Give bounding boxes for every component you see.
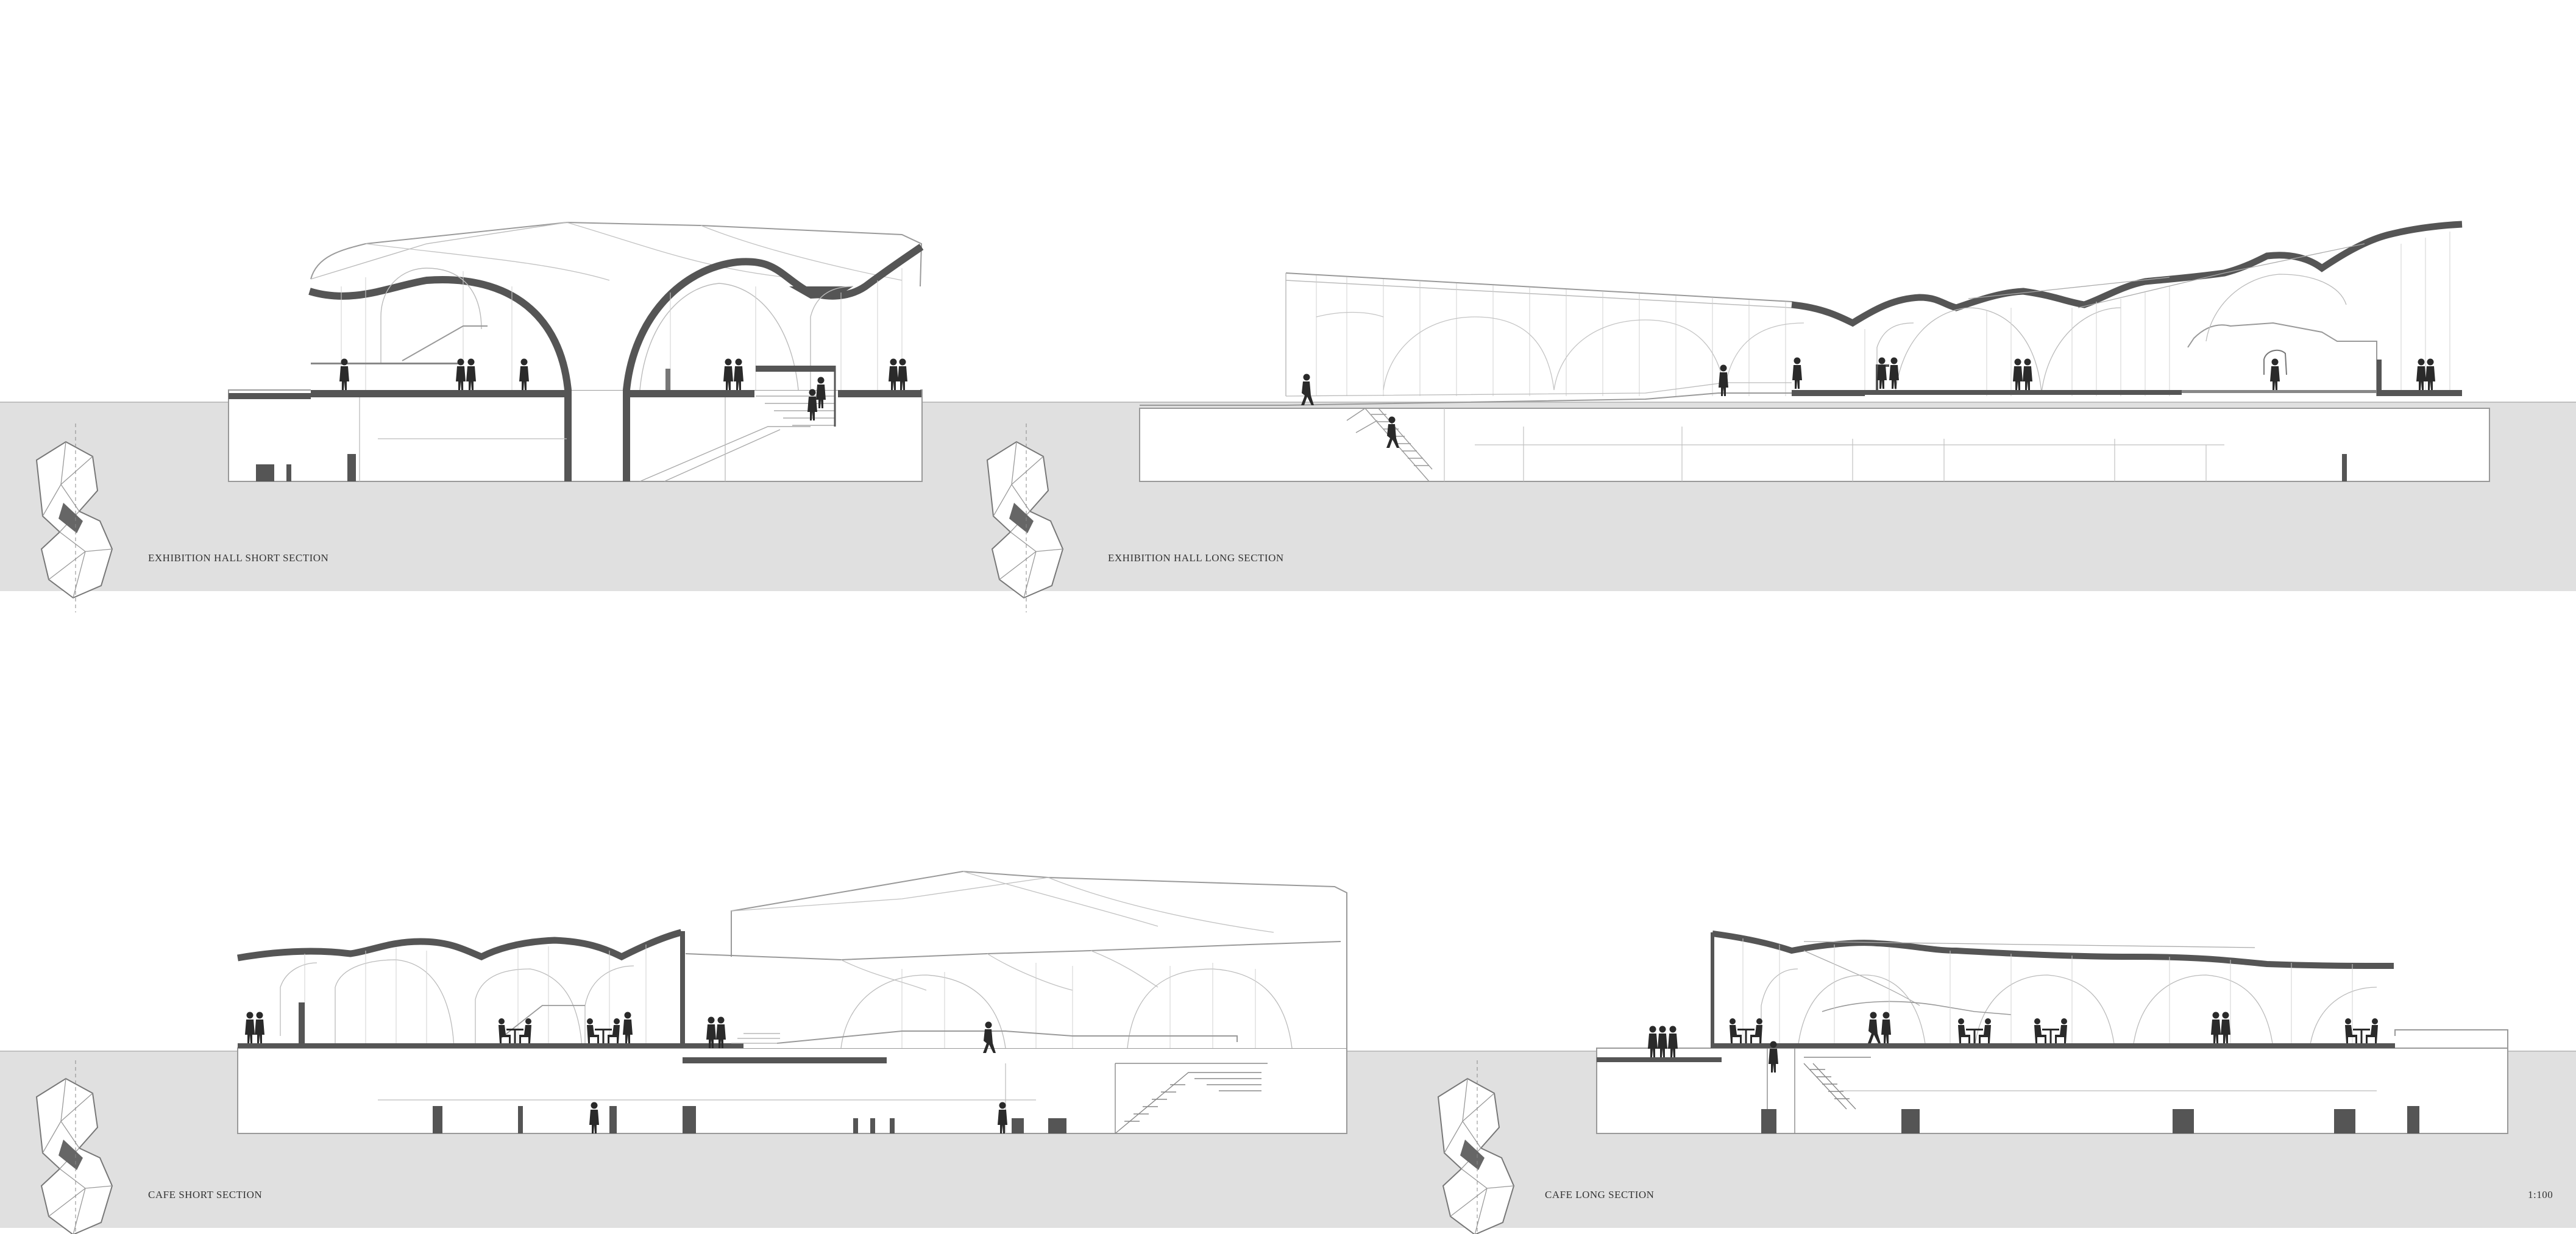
- section-title: EXHIBITION HALL LONG SECTION: [1108, 552, 1284, 564]
- exhibition-long-section-drawing: [1139, 221, 2490, 482]
- cafe-long-section-drawing: [1596, 926, 2508, 1134]
- scale-label: 1:100: [2528, 1189, 2553, 1200]
- cafe-short-section-drawing: [237, 870, 1347, 1134]
- section-title: CAFE LONG SECTION: [1545, 1189, 1655, 1200]
- section-title: CAFE SHORT SECTION: [148, 1189, 263, 1200]
- exhibition-short-section-drawing: [228, 210, 924, 482]
- section-title: EXHIBITION HALL SHORT SECTION: [148, 552, 329, 564]
